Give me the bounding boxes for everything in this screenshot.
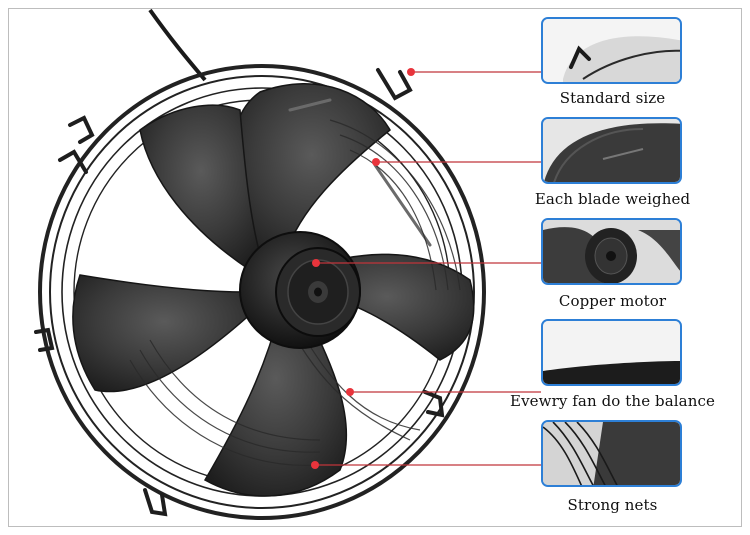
power-cable — [148, 8, 207, 82]
thumb-blade-weighed — [541, 117, 682, 184]
callout-lines — [315, 71, 541, 466]
feature-label-balance: Evewry fan do the balance — [510, 392, 715, 410]
guard-mounting-feet — [34, 68, 445, 517]
fan-blades — [72, 83, 475, 497]
feature-label-copper-motor: Copper motor — [558, 292, 667, 310]
thumb-standard-size — [541, 17, 682, 84]
thumb-strong-nets — [541, 420, 682, 487]
copper-motor-hub — [239, 231, 361, 349]
thumb-copper-motor — [541, 218, 682, 285]
thumb-balance — [541, 319, 682, 386]
feature-label-strong-nets: Strong nets — [567, 496, 658, 514]
feature-label-blade-weighed: Each blade weighed — [534, 190, 691, 208]
callout-dots — [311, 68, 415, 469]
feature-label-standard-size: Standard size — [559, 89, 666, 107]
